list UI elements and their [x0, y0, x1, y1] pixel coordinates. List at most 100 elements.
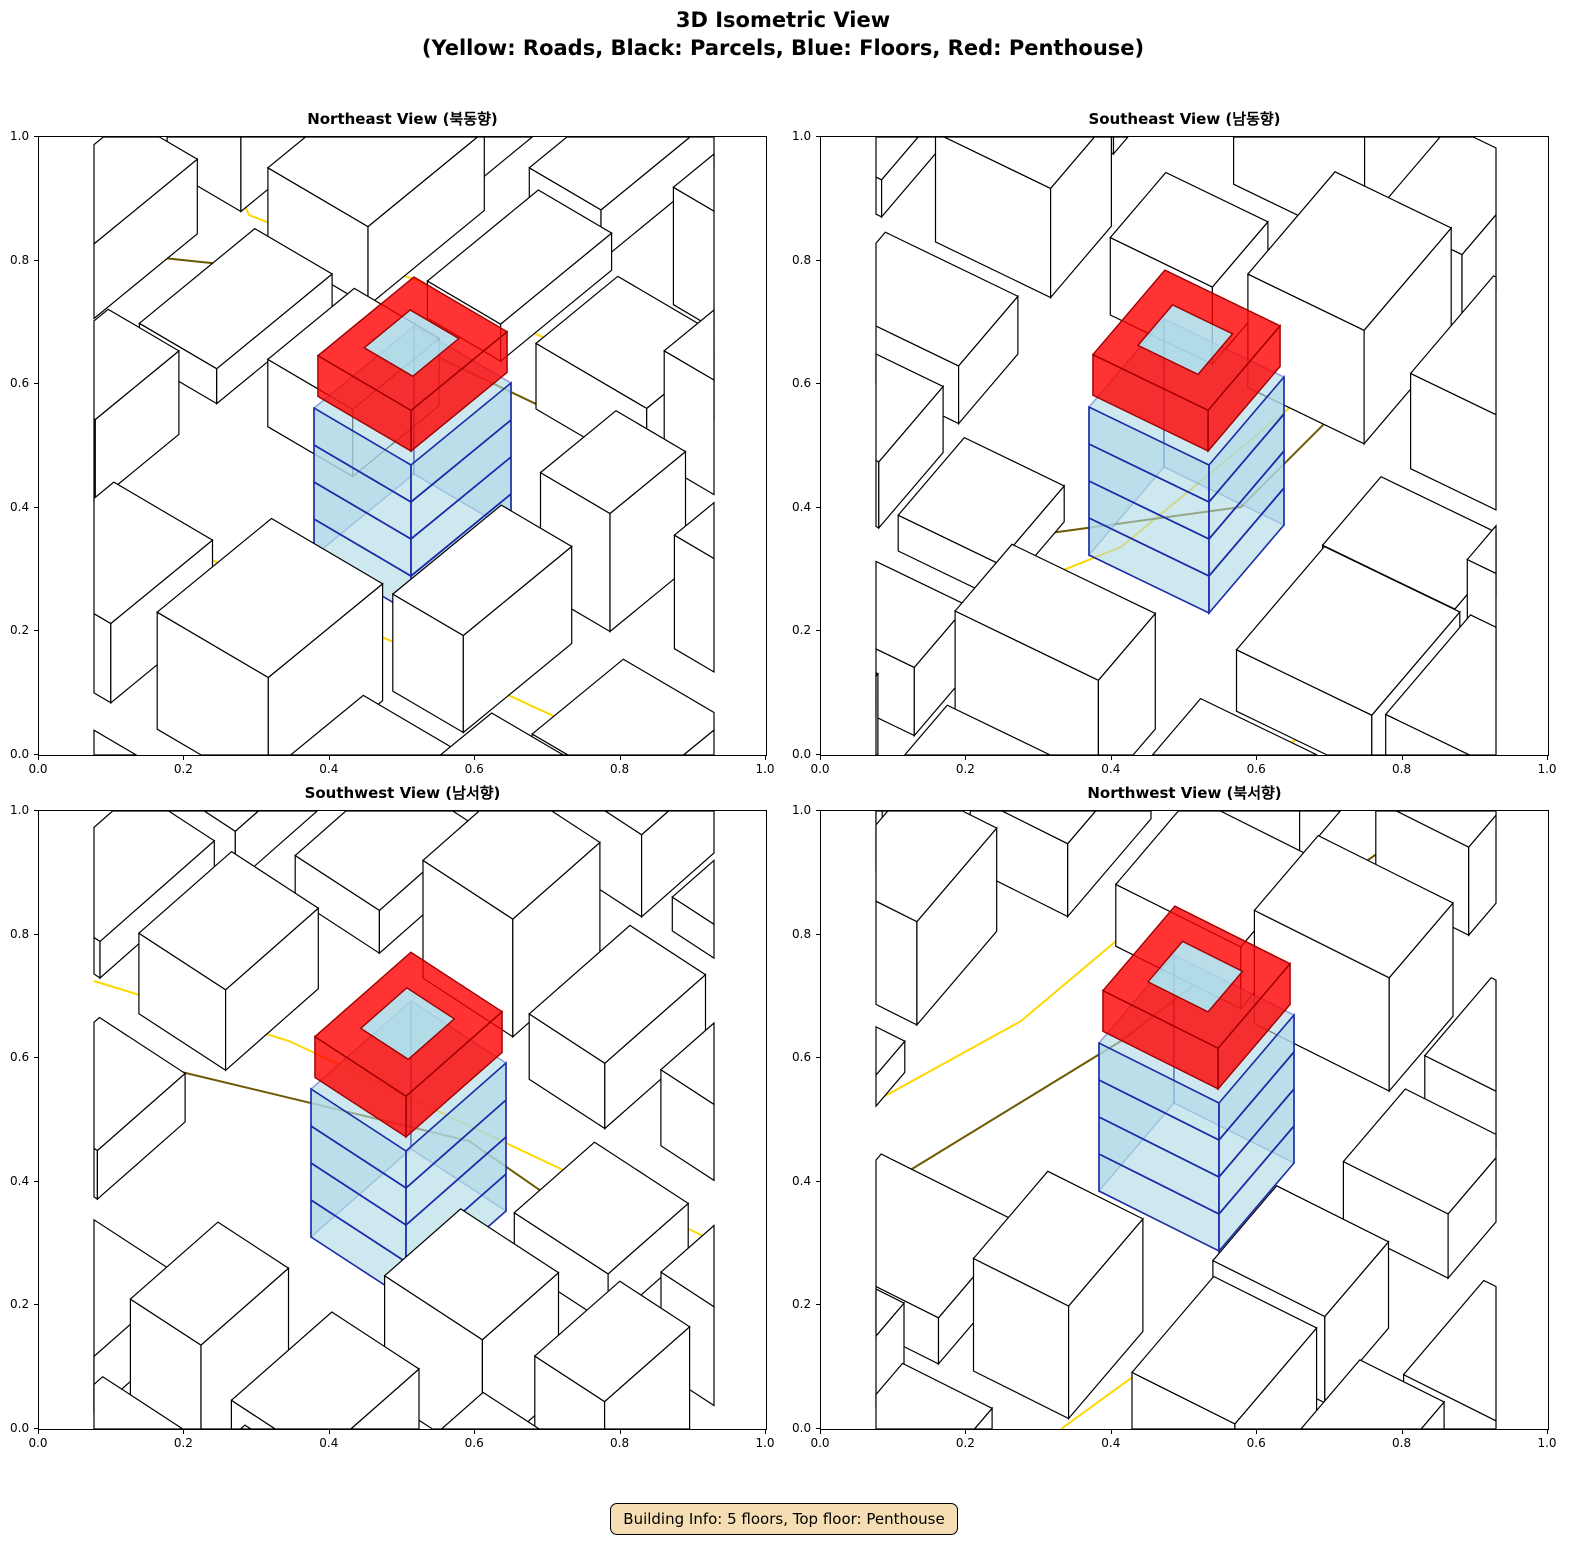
x-tick-mark [183, 756, 185, 760]
x-tick-mark [1547, 756, 1548, 760]
building-face [480, 137, 534, 181]
building-roof [440, 1391, 541, 1429]
building-roof [875, 811, 998, 923]
parcel-building [1384, 614, 1497, 755]
building-roof [1384, 614, 1497, 755]
x-tick-label: 0.6 [1246, 762, 1266, 776]
x-tick-mark [619, 1430, 621, 1434]
building-roof [93, 308, 180, 421]
scene [875, 811, 1497, 1429]
building-roof [93, 811, 216, 943]
y-tick-mark [34, 1428, 38, 1429]
y-tick-mark [34, 1057, 38, 1059]
parcel-building [528, 924, 707, 1130]
target-building [310, 951, 507, 1301]
parcel-building [1253, 834, 1454, 1093]
parcel-building [137, 850, 320, 1072]
y-tick-label: 0.0 [792, 747, 812, 761]
x-tick-mark [1110, 1430, 1112, 1434]
y-tick-label: 0.8 [792, 926, 812, 941]
parcel-building [671, 859, 715, 960]
building-roof [422, 811, 601, 920]
x-tick-mark [1547, 1430, 1548, 1434]
x-tick-label: 0.4 [1101, 1436, 1121, 1450]
building-face [880, 137, 951, 219]
penthouse-roof-ring [1091, 269, 1282, 412]
y-tick-label: 0.2 [10, 623, 30, 638]
building-roof [875, 353, 945, 463]
parcel-building [93, 1016, 187, 1201]
building-face [1112, 137, 1129, 156]
parcel-building [875, 1025, 906, 1108]
isometric-drawing [93, 811, 715, 1429]
y-tick-label: 0.6 [792, 376, 812, 391]
y-tick-mark [34, 383, 38, 385]
building-roof [138, 227, 334, 370]
building-roof [875, 231, 1019, 367]
floor-line [1098, 1051, 1295, 1142]
building-roof [539, 409, 687, 515]
y-tick-mark [816, 1057, 820, 1059]
x-tick-label: 0.0 [28, 1436, 48, 1450]
parcel-building [533, 1280, 691, 1429]
parcel-building [230, 1311, 420, 1429]
penthouse-roof-ring [1101, 905, 1292, 1050]
y-tick-label: 0.4 [792, 1173, 812, 1188]
building-roof [673, 501, 715, 560]
plot-axes [38, 810, 767, 1430]
x-tick-mark [38, 756, 39, 760]
building-face [875, 176, 883, 218]
building-roof [672, 152, 715, 213]
x-tick-label: 1.0 [1537, 1436, 1557, 1450]
building-face [640, 811, 715, 919]
x-tick-label: 0.2 [955, 1436, 975, 1450]
parcel-building [903, 704, 1051, 755]
building-face [875, 900, 918, 1026]
x-tick-label: 1.0 [755, 1436, 775, 1450]
building-roof [1402, 1279, 1497, 1422]
isometric-drawing [93, 137, 715, 755]
penthouse-opening [1148, 941, 1243, 1012]
parcel-building [875, 353, 945, 530]
y-tick-mark [34, 754, 38, 755]
y-tick-label: 0.4 [10, 499, 30, 514]
building-roof [1466, 524, 1497, 575]
x-tick-label: 0.4 [1101, 762, 1121, 776]
panel-title: Northwest View (북서향) [1087, 784, 1282, 802]
x-tick-mark [1401, 1430, 1403, 1434]
y-tick-mark [816, 506, 820, 508]
y-tick-label: 1.0 [10, 803, 30, 817]
y-tick-label: 0.0 [10, 1421, 30, 1435]
y-tick-mark [816, 383, 820, 385]
y-tick-mark [816, 259, 820, 261]
x-tick-mark [474, 1430, 476, 1434]
panel-title: Northeast View (북동향) [307, 110, 498, 128]
y-tick-mark [34, 136, 38, 137]
floor-line [1088, 413, 1285, 504]
building-roof [1423, 976, 1497, 1093]
building-roof [943, 137, 1096, 190]
x-tick-label: 0.0 [28, 762, 48, 776]
parcel-building [875, 137, 951, 219]
building-roof [903, 704, 1051, 755]
y-tick-mark [34, 1180, 38, 1182]
parcel-building [1409, 275, 1497, 511]
panel-title: Southeast View (남동향) [1088, 110, 1281, 128]
penthouse-opening [1138, 304, 1233, 375]
y-tick-mark [816, 754, 820, 755]
y-tick-mark [816, 933, 820, 935]
y-tick-label: 0.8 [792, 252, 812, 267]
floor-line [1088, 487, 1285, 578]
x-tick-mark [820, 756, 821, 760]
building-face [673, 534, 715, 674]
building-roof [875, 1025, 906, 1077]
building-roof [203, 811, 260, 832]
figure-title-line2: (Yellow: Roads, Black: Parcels, Blue: Fl… [421, 36, 1145, 60]
building-roof [972, 1170, 1144, 1307]
parcel-building [1246, 171, 1453, 446]
building-roof [156, 517, 384, 679]
y-tick-mark [816, 136, 820, 137]
